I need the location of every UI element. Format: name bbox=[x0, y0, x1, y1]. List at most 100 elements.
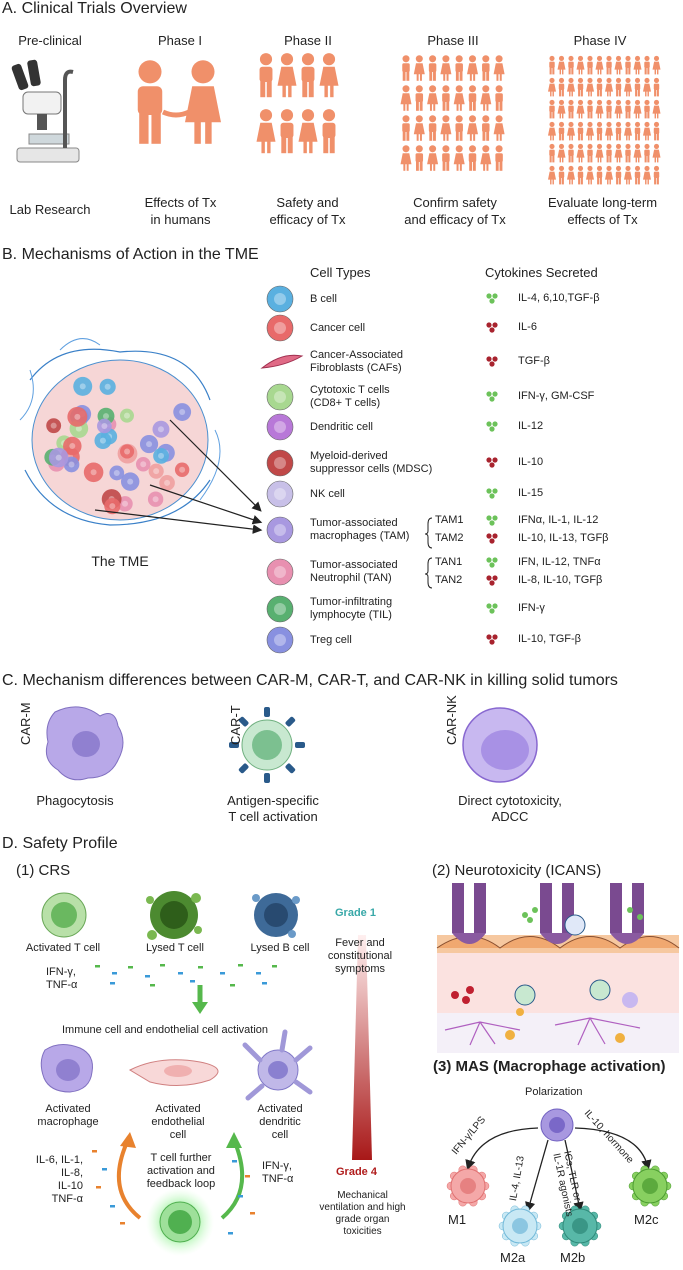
subtype-label: TAM2 bbox=[435, 532, 464, 544]
cytokine-dot bbox=[486, 488, 492, 494]
person-icon bbox=[415, 145, 424, 171]
person-icon bbox=[644, 99, 650, 119]
act-endothelial-label: Activated endothelial cell bbox=[151, 1103, 205, 1141]
cytokine-text: TGF-β bbox=[518, 355, 550, 367]
cytokine-dot bbox=[486, 533, 492, 539]
phase-desc: Effects of Tx in humans bbox=[144, 195, 217, 227]
microscope-icon bbox=[11, 59, 80, 163]
cytokine-dot bbox=[486, 603, 492, 609]
cytokine-text: IL-12 bbox=[518, 420, 544, 432]
person-icon bbox=[587, 143, 593, 163]
macrophage-nucleus bbox=[460, 1178, 476, 1194]
grade-1-label: Grade 1 bbox=[335, 907, 376, 919]
car-receptor bbox=[229, 742, 239, 748]
person-icon bbox=[440, 55, 452, 81]
person-icon bbox=[413, 55, 425, 81]
phase-desc: Lab Research bbox=[9, 202, 91, 217]
tme-cell-nucleus bbox=[68, 461, 75, 468]
tme-cell bbox=[135, 456, 151, 472]
person-icon bbox=[586, 165, 594, 185]
tme-arrows bbox=[94, 419, 263, 534]
car-t-cell bbox=[229, 707, 305, 783]
crs-cytokines-top: IFN-γ, TNF-α bbox=[46, 966, 78, 991]
cytokine-dot bbox=[110, 982, 115, 985]
tme-cell bbox=[119, 408, 134, 423]
phase-name: Phase II bbox=[284, 33, 332, 48]
cytokine-dot bbox=[492, 322, 498, 328]
cytokine-text: IL-15 bbox=[518, 487, 544, 499]
grade-4-desc: Mechanical ventilation and high grade or… bbox=[319, 1190, 406, 1237]
cytokine-dot bbox=[220, 972, 225, 975]
icans-title: (2) Neurotoxicity (ICANS) bbox=[432, 862, 602, 879]
person-icon bbox=[549, 99, 555, 119]
right-cytokines: IFN-γ, TNF-α bbox=[262, 1160, 294, 1185]
person-icon bbox=[567, 165, 575, 185]
cytokines-header: Cytokines Secreted bbox=[485, 265, 598, 280]
person-icon bbox=[634, 165, 641, 185]
car-m-label: CAR-M bbox=[18, 702, 33, 745]
cytokine-dot bbox=[486, 575, 492, 581]
tme-cell-nucleus bbox=[101, 422, 108, 429]
person-icon bbox=[427, 145, 439, 171]
cytokine-dot bbox=[489, 639, 495, 645]
cell-type-name: Dendritic cell bbox=[310, 420, 373, 433]
person-icon bbox=[415, 85, 424, 111]
person-icon bbox=[595, 143, 604, 163]
person-icon bbox=[615, 77, 622, 97]
person-icon bbox=[615, 121, 622, 141]
tme-cell-nucleus bbox=[157, 426, 164, 433]
person-icon bbox=[400, 85, 412, 111]
subtype-label: TAN1 bbox=[435, 556, 463, 568]
cytokine-dot bbox=[190, 980, 195, 983]
lysed-t-cell-icon bbox=[146, 891, 202, 940]
cell-type-icon bbox=[266, 595, 294, 623]
mas-title: (3) MAS (Macrophage activation) bbox=[433, 1058, 666, 1075]
cytokine-dot bbox=[160, 964, 165, 967]
mas-type-m2a: M2a bbox=[500, 1250, 526, 1265]
cytokine-dot bbox=[489, 493, 495, 499]
person-icon bbox=[596, 121, 603, 141]
person-icon bbox=[548, 165, 556, 185]
section-d-title: D. Safety Profile bbox=[2, 835, 118, 852]
cell-type-nucleus bbox=[274, 293, 286, 305]
person-icon bbox=[567, 77, 575, 97]
person-icon bbox=[634, 121, 641, 141]
person-icon bbox=[643, 121, 651, 141]
person-icon bbox=[495, 85, 503, 111]
person-icon bbox=[402, 55, 410, 81]
cytokine-dot bbox=[492, 457, 498, 463]
cytokine-dot bbox=[110, 1205, 115, 1208]
person-icon bbox=[480, 85, 492, 111]
cytokine-dot bbox=[145, 975, 150, 978]
cell-types-header: Cell Types bbox=[310, 265, 371, 280]
person-icon bbox=[606, 99, 612, 119]
lysed-t-label: Lysed T cell bbox=[146, 942, 204, 954]
cell-type-name: Treg cell bbox=[310, 633, 352, 646]
crs-title: (1) CRS bbox=[16, 862, 71, 879]
cytokine-dot bbox=[486, 457, 492, 463]
cytokine-dot bbox=[486, 391, 492, 397]
macrophage-nucleus bbox=[512, 1218, 528, 1234]
person-icon bbox=[596, 165, 603, 185]
tme-cell bbox=[147, 491, 164, 507]
phase-name: Pre-clinical bbox=[18, 33, 82, 48]
cell-type-name: Tumor-associated macrophages (TAM) bbox=[310, 517, 410, 542]
small-group-icon bbox=[256, 53, 339, 154]
person-icon bbox=[567, 121, 575, 141]
cytokine-dot bbox=[486, 557, 492, 563]
tme-cell bbox=[104, 498, 121, 515]
person-icon bbox=[493, 55, 505, 81]
cytokine-dot bbox=[228, 1232, 233, 1235]
person-icon bbox=[643, 77, 651, 97]
cytokine-dot bbox=[489, 396, 495, 402]
person-icon bbox=[577, 77, 584, 97]
activation-line: Immune cell and endothelial cell activat… bbox=[61, 1024, 269, 1036]
cytokine-dot bbox=[120, 1222, 125, 1225]
person-icon bbox=[633, 99, 642, 119]
car-receptor bbox=[238, 716, 249, 727]
car-nk-cell bbox=[462, 707, 538, 783]
cytokine-dot bbox=[486, 356, 492, 362]
person-icon bbox=[634, 77, 641, 97]
car-nk-label: CAR-NK bbox=[444, 695, 459, 745]
person-icon bbox=[256, 109, 276, 154]
